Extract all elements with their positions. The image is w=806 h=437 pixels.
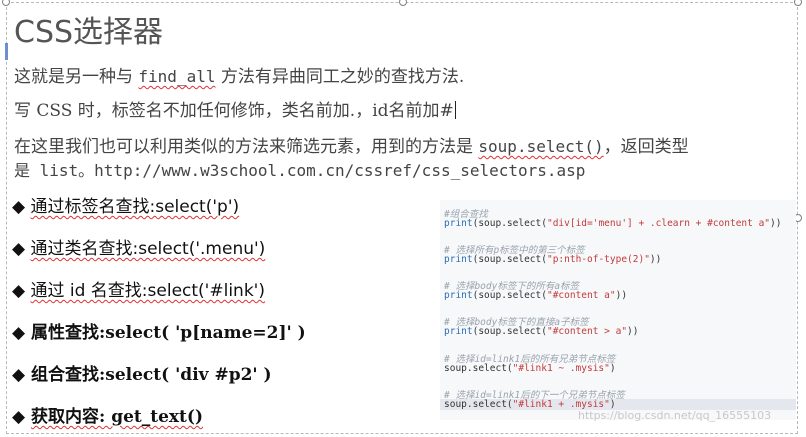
code-line: print(soup.select("#content > a")) (444, 326, 639, 337)
bullet-text: 通过 id 名查找:select('#link') (30, 281, 265, 301)
resize-handle-top-center[interactable] (399, 0, 407, 6)
code-line-highlighted: soup.select("#link1 + .mysis") (440, 399, 796, 410)
watermark-url: https://blog.csdn.net/qq_16555103 (578, 409, 772, 422)
diamond-bullet-icon: ◆ (12, 239, 31, 259)
code-line: soup.select("#link1 ~ .mysis") (444, 363, 616, 374)
accent-bar (5, 43, 8, 60)
paragraph-3-text: 在这里我们也可以利用类似的方法来筛选元素，用到的方法是 (14, 137, 479, 157)
code-comment: # 选择body标签下的直接a子标签 (444, 317, 589, 328)
slide-title[interactable]: CSS选择器 (14, 15, 164, 50)
bullet-attribute[interactable]: ◆ 属性查找:select( 'p[name=2]' ) (12, 318, 306, 343)
paragraph-3-line-2[interactable]: 是 list。http://www.w3school.com.cn/cssref… (14, 161, 586, 180)
paragraph-2[interactable]: 写 CSS 时，标签名不加任何修饰，类名前加.，id名前加# (14, 96, 456, 121)
diamond-bullet-icon: ◆ (12, 197, 31, 217)
code-line: print(soup.select("div[id='menu'] + .cle… (444, 218, 782, 229)
bullet-tag-name[interactable]: ◆ 通过标签名查找:select('p') (12, 192, 239, 217)
bullet-text: 通过类名查找:select('.menu') (30, 239, 266, 259)
bullet-text: 组合查找:select( 'div #p2' ) (31, 365, 272, 385)
paragraph-2-text: 写 CSS 时，标签名不加任何修饰，类名前加.，id名前加# (14, 101, 454, 121)
bullet-combination[interactable]: ◆ 组合查找:select( 'div #p2' ) (12, 360, 272, 385)
paragraph-3[interactable]: 在这里我们也可以利用类似的方法来筛选元素，用到的方法是 soup.select(… (14, 132, 689, 157)
paragraph-1[interactable]: 这就是另一种与 find_all 方法有异曲同工之妙的查找方法. (14, 62, 464, 87)
code-screenshot-image: #组合查找 print(soup.select("div[id='menu'] … (440, 200, 796, 420)
resize-handle-top-left[interactable] (2, 0, 10, 6)
code-comment: #组合查找 (444, 209, 488, 220)
code-comment: # 选择id=link1后的所有兄弟节点标签 (444, 354, 616, 365)
bullet-get-content[interactable]: ◆ 获取内容: get_text() (12, 402, 203, 427)
diamond-bullet-icon: ◆ (12, 323, 31, 343)
paragraph-1-text: 这就是另一种与 (14, 67, 139, 87)
code-comment: # 选择所有p标签中的第三个标签 (444, 245, 585, 256)
code-comment: # 选择id=link1后的下一个兄弟节点标签 (444, 390, 625, 401)
soup-select-code: soup.select() (478, 137, 604, 156)
paragraph-1-text-end: 方法有异曲同工之妙的查找方法. (215, 67, 465, 87)
bullet-text: 属性查找:select( 'p[name=2]' ) (31, 323, 306, 343)
resize-handle-top-right[interactable] (794, 0, 802, 6)
diamond-bullet-icon: ◆ (12, 365, 31, 385)
diamond-bullet-icon: ◆ (12, 281, 31, 301)
text-cursor (454, 101, 456, 119)
bullet-text: 获取内容: get_text() (31, 407, 203, 427)
bullet-id-name[interactable]: ◆ 通过 id 名查找:select('#link') (12, 276, 265, 301)
bullet-class-name[interactable]: ◆ 通过类名查找:select('.menu') (12, 234, 265, 259)
code-comment: # 选择body标签下的所有a标签 (444, 281, 580, 292)
paragraph-3-text-end: ，返回类型 (603, 137, 689, 157)
code-line: print(soup.select("p:nth-of-type(2)")) (444, 254, 662, 265)
diamond-bullet-icon: ◆ (12, 407, 31, 427)
code-line: print(soup.select("#content a")) (444, 290, 628, 301)
bullet-text: 通过标签名查找:select('p') (30, 197, 240, 217)
find-all-code: find_all (138, 67, 216, 86)
